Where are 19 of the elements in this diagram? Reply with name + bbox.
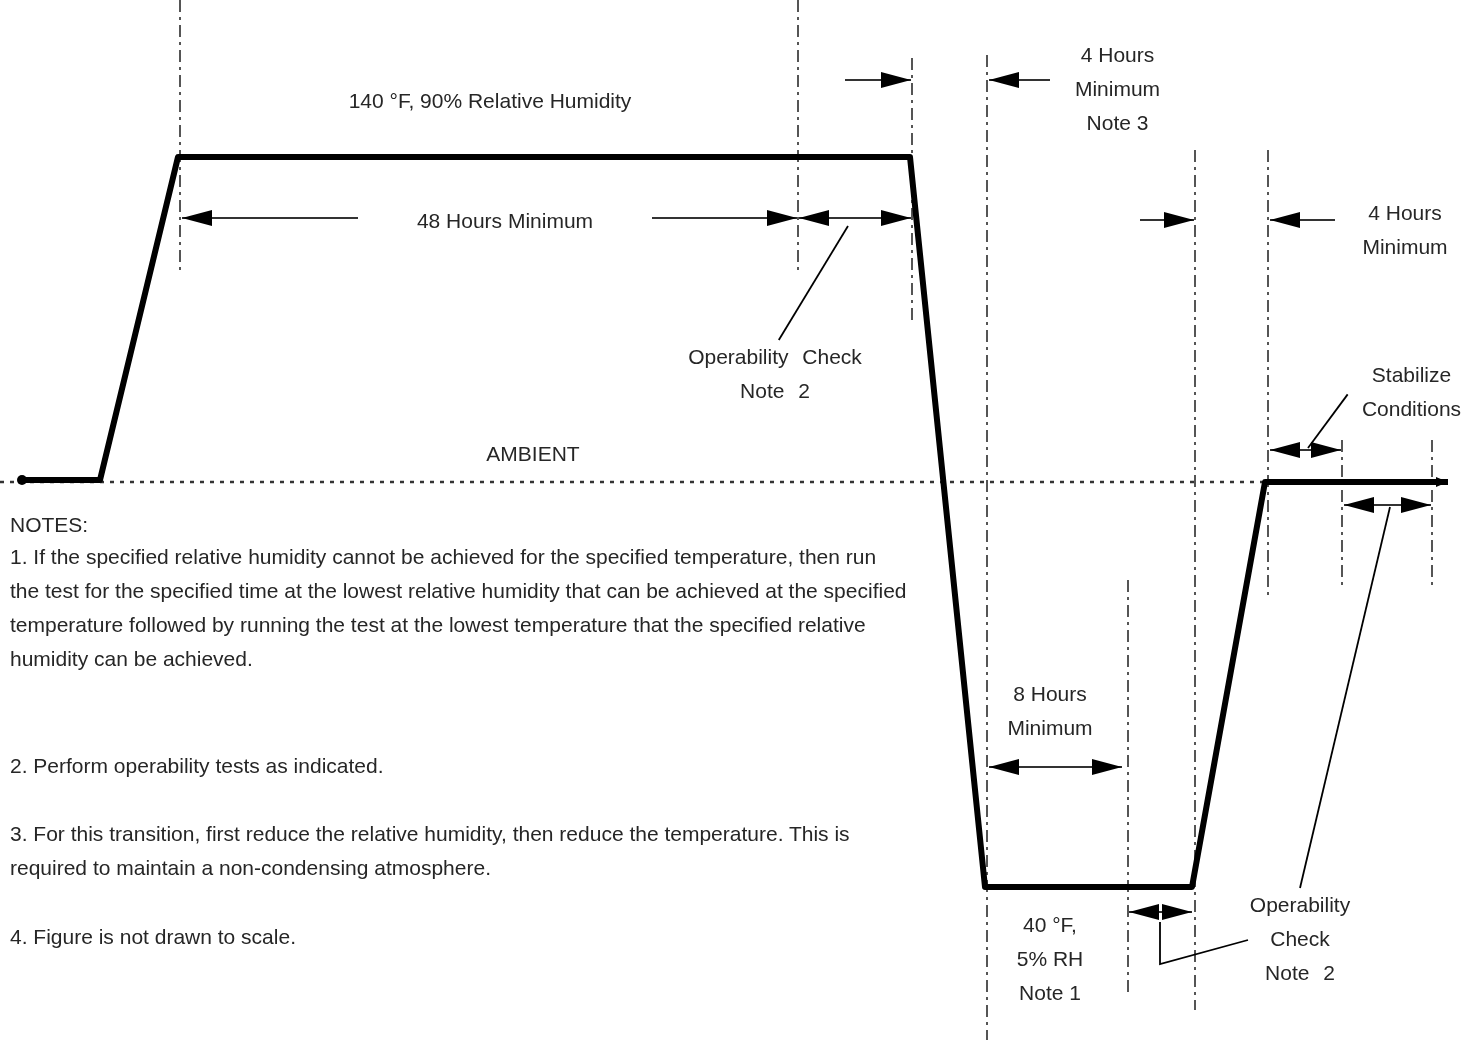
note-text: 4. Figure is not drawn to scale. — [10, 924, 297, 950]
chart-annotation: 40 °F, 5% RH Note 1 — [1015, 912, 1085, 1006]
leader-line — [1159, 921, 1249, 966]
leader-line — [777, 225, 849, 341]
callout-text: Stabilize Conditions — [1345, 358, 1478, 428]
leader-line — [1307, 393, 1349, 449]
chart-annotation: AMBIENT — [485, 441, 581, 467]
chart-annotation: 4 Hours Minimum Note 3 — [1073, 42, 1162, 136]
callout-text: Operability Check Note 2 — [1248, 888, 1352, 992]
chart-annotation: 8 Hours Minimum — [1006, 681, 1094, 741]
leader-line — [1299, 506, 1391, 889]
note-text: 3. For this transition, first reduce the relative humidity, then reduce the temperature. This is required to maintain a non-condensing atmosphere. — [10, 821, 851, 881]
chart-annotation: 140 °F, 90% Relative Humidity — [347, 88, 633, 114]
chart-annotation: 4 Hours Minimum — [1361, 200, 1449, 260]
note-text: 2. Perform operability tests as indicated. — [10, 753, 385, 779]
chart-annotation: 48 Hours Minimum — [415, 208, 595, 234]
note-text: NOTES: — [10, 512, 90, 538]
callout-text: Operability Check Note 2 — [680, 340, 870, 410]
note-text: 1. If the specified relative humidity cannot be achieved for the specified temperature, then run the test for the specified time at the lowest relative humidity that can be achieved at the specified temperature followed by running the test at the lowest temperature that the specified relative humidity can be achieved. — [10, 544, 908, 672]
